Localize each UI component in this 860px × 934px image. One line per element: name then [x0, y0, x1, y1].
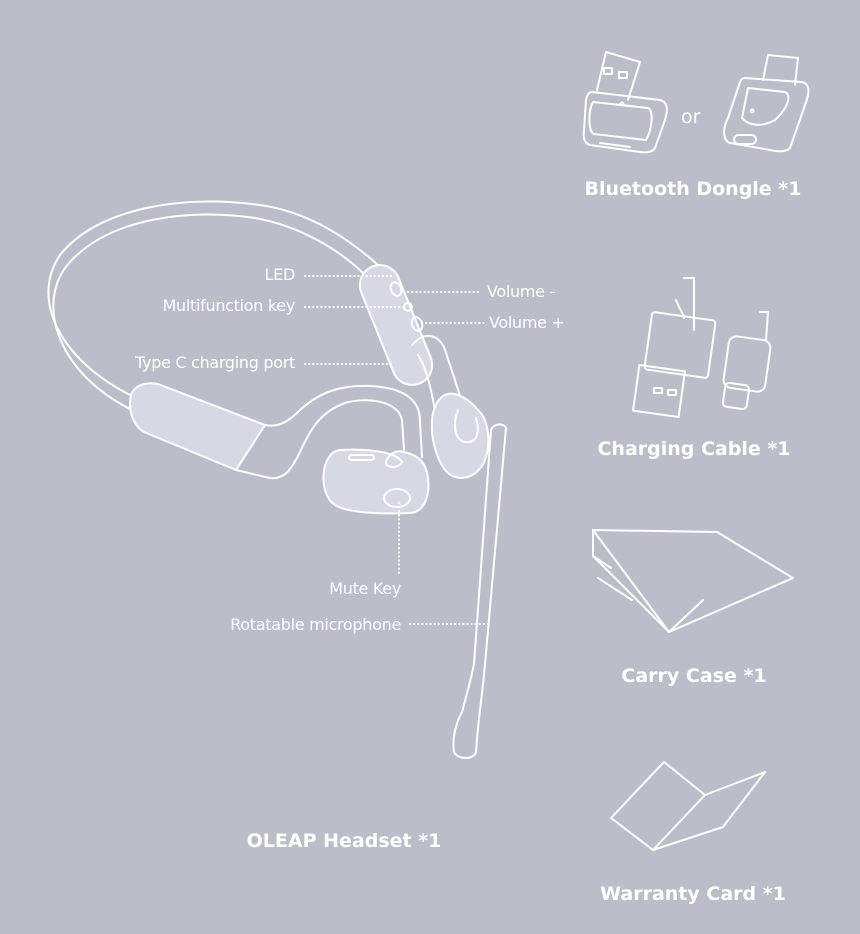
multifunction-key-label: Multifunction key	[162, 296, 296, 315]
neck-piece	[264, 384, 423, 458]
near-earpiece	[322, 448, 430, 515]
microphone-label: Rotatable microphone	[230, 615, 401, 634]
usb-c-dongle-icon	[723, 54, 810, 153]
card-title: Warranty Card *1	[600, 883, 786, 905]
type-c-port-label: Type C charging port	[135, 353, 295, 372]
or-text: or	[681, 106, 701, 128]
headset-drawing	[47, 200, 507, 759]
earpiece-slot	[348, 454, 375, 461]
charging-cable-icon	[632, 277, 772, 418]
mute-key	[383, 488, 411, 508]
microphone-boom	[452, 423, 507, 759]
headband-outer	[47, 200, 379, 397]
volume-down-button	[389, 281, 403, 297]
warranty-card-icon	[610, 761, 766, 851]
usb-a-dongle-icon	[582, 51, 668, 154]
volume-up-label: Volume +	[489, 313, 565, 332]
volume-down-label: Volume -	[487, 282, 555, 301]
callout-lines	[303, 274, 490, 626]
dongle-title: Bluetooth Dongle *1	[584, 178, 802, 200]
led-label: LED	[264, 265, 296, 284]
cable-title: Charging Cable *1	[597, 438, 791, 460]
headband-inner	[52, 213, 366, 411]
case-title: Carry Case *1	[621, 665, 767, 687]
mute-key-label: Mute Key	[329, 579, 401, 598]
rear-pod	[129, 382, 266, 471]
headset-title: OLEAP Headset *1	[246, 830, 442, 852]
carry-case-icon	[592, 529, 794, 633]
far-earpiece	[430, 392, 490, 479]
